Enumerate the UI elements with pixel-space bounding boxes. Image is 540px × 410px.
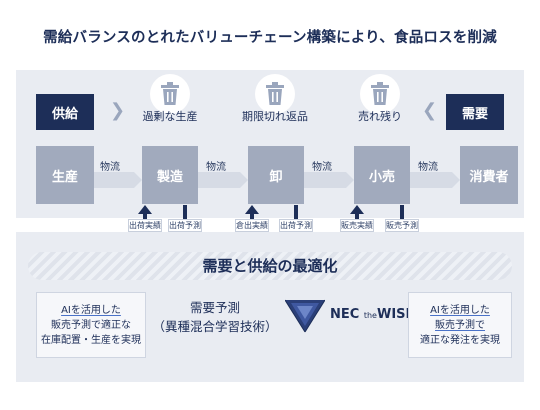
stage-retail: 小売 [354,146,410,204]
optimization-heading: 需要と供給の最適化 [202,257,338,275]
left-info-box: AIを活用した 販売予測で適正な 在庫配置・生産を実現 [36,292,146,358]
right-info-line: 適正な発注を実現 [420,334,500,346]
tag-sales-forecast: 販売予測 [385,219,419,232]
flow-arrow [410,172,460,188]
waste-label-expired-returns: 期限切れ返品 [242,110,308,123]
brand-suffix: WISE [376,307,415,322]
right-info-highlight2: 販売予測で [435,319,485,331]
flow-label: 物流 [206,162,226,173]
left-info-line: 在庫配置・生産を実現 [41,334,141,346]
flow-arrow [198,172,248,188]
tag-shipment-actual: 出荷実績 [128,219,162,232]
right-info-box: AIを活用した 販売予測で 適正な発注を実現 [408,292,512,358]
flow-label: 物流 [418,162,438,173]
chevron-left-icon: ❮ [422,100,438,121]
trash-bin-icon [150,74,190,114]
stage-wholesale: 卸 [248,146,304,204]
flow-label: 物流 [312,162,332,173]
flow-arrow [304,172,354,188]
trash-bin-icon [255,74,295,114]
supply-label: 供給 [36,94,94,130]
demand-forecast-title: 需要予測 （異種混合学習技術） [150,298,280,336]
waste-label-unsold: 売れ残り [358,110,402,123]
left-info-line: 販売予測で適正な [51,319,131,331]
stage-manufacturing: 製造 [142,146,198,204]
tag-sales-actual: 販売実績 [340,219,374,232]
tag-shipment-forecast: 出荷予測 [279,219,313,232]
brand-the: the [363,311,377,320]
optimization-band [28,252,512,280]
flow-label: 物流 [100,162,120,173]
chevron-right-icon: ❯ [110,100,126,121]
diagram-title: 需給バランスのとれたバリューチェーン構築により、食品ロスを削減 [43,30,497,46]
waste-label-overproduction: 過剰な生産 [142,110,198,123]
forecast-line1: 需要予測 [189,300,240,315]
demand-label: 需要 [446,94,504,130]
stage-consumer: 消費者 [460,146,518,204]
trash-bin-icon [360,74,400,114]
left-info-highlight: AIを活用した [61,304,121,316]
nec-the-wise-logo [285,299,325,333]
tag-shipment-forecast: 出荷予測 [168,219,202,232]
forecast-line2: （異種混合学習技術） [152,319,278,334]
brand-prefix: NEC [330,307,360,322]
flow-arrow [94,172,142,188]
tag-warehouse-actual: 倉出実績 [235,219,269,232]
stage-production: 生産 [36,146,94,204]
right-info-highlight: AIを活用した [430,304,490,316]
brand-name: NEC theWISE [330,307,414,322]
